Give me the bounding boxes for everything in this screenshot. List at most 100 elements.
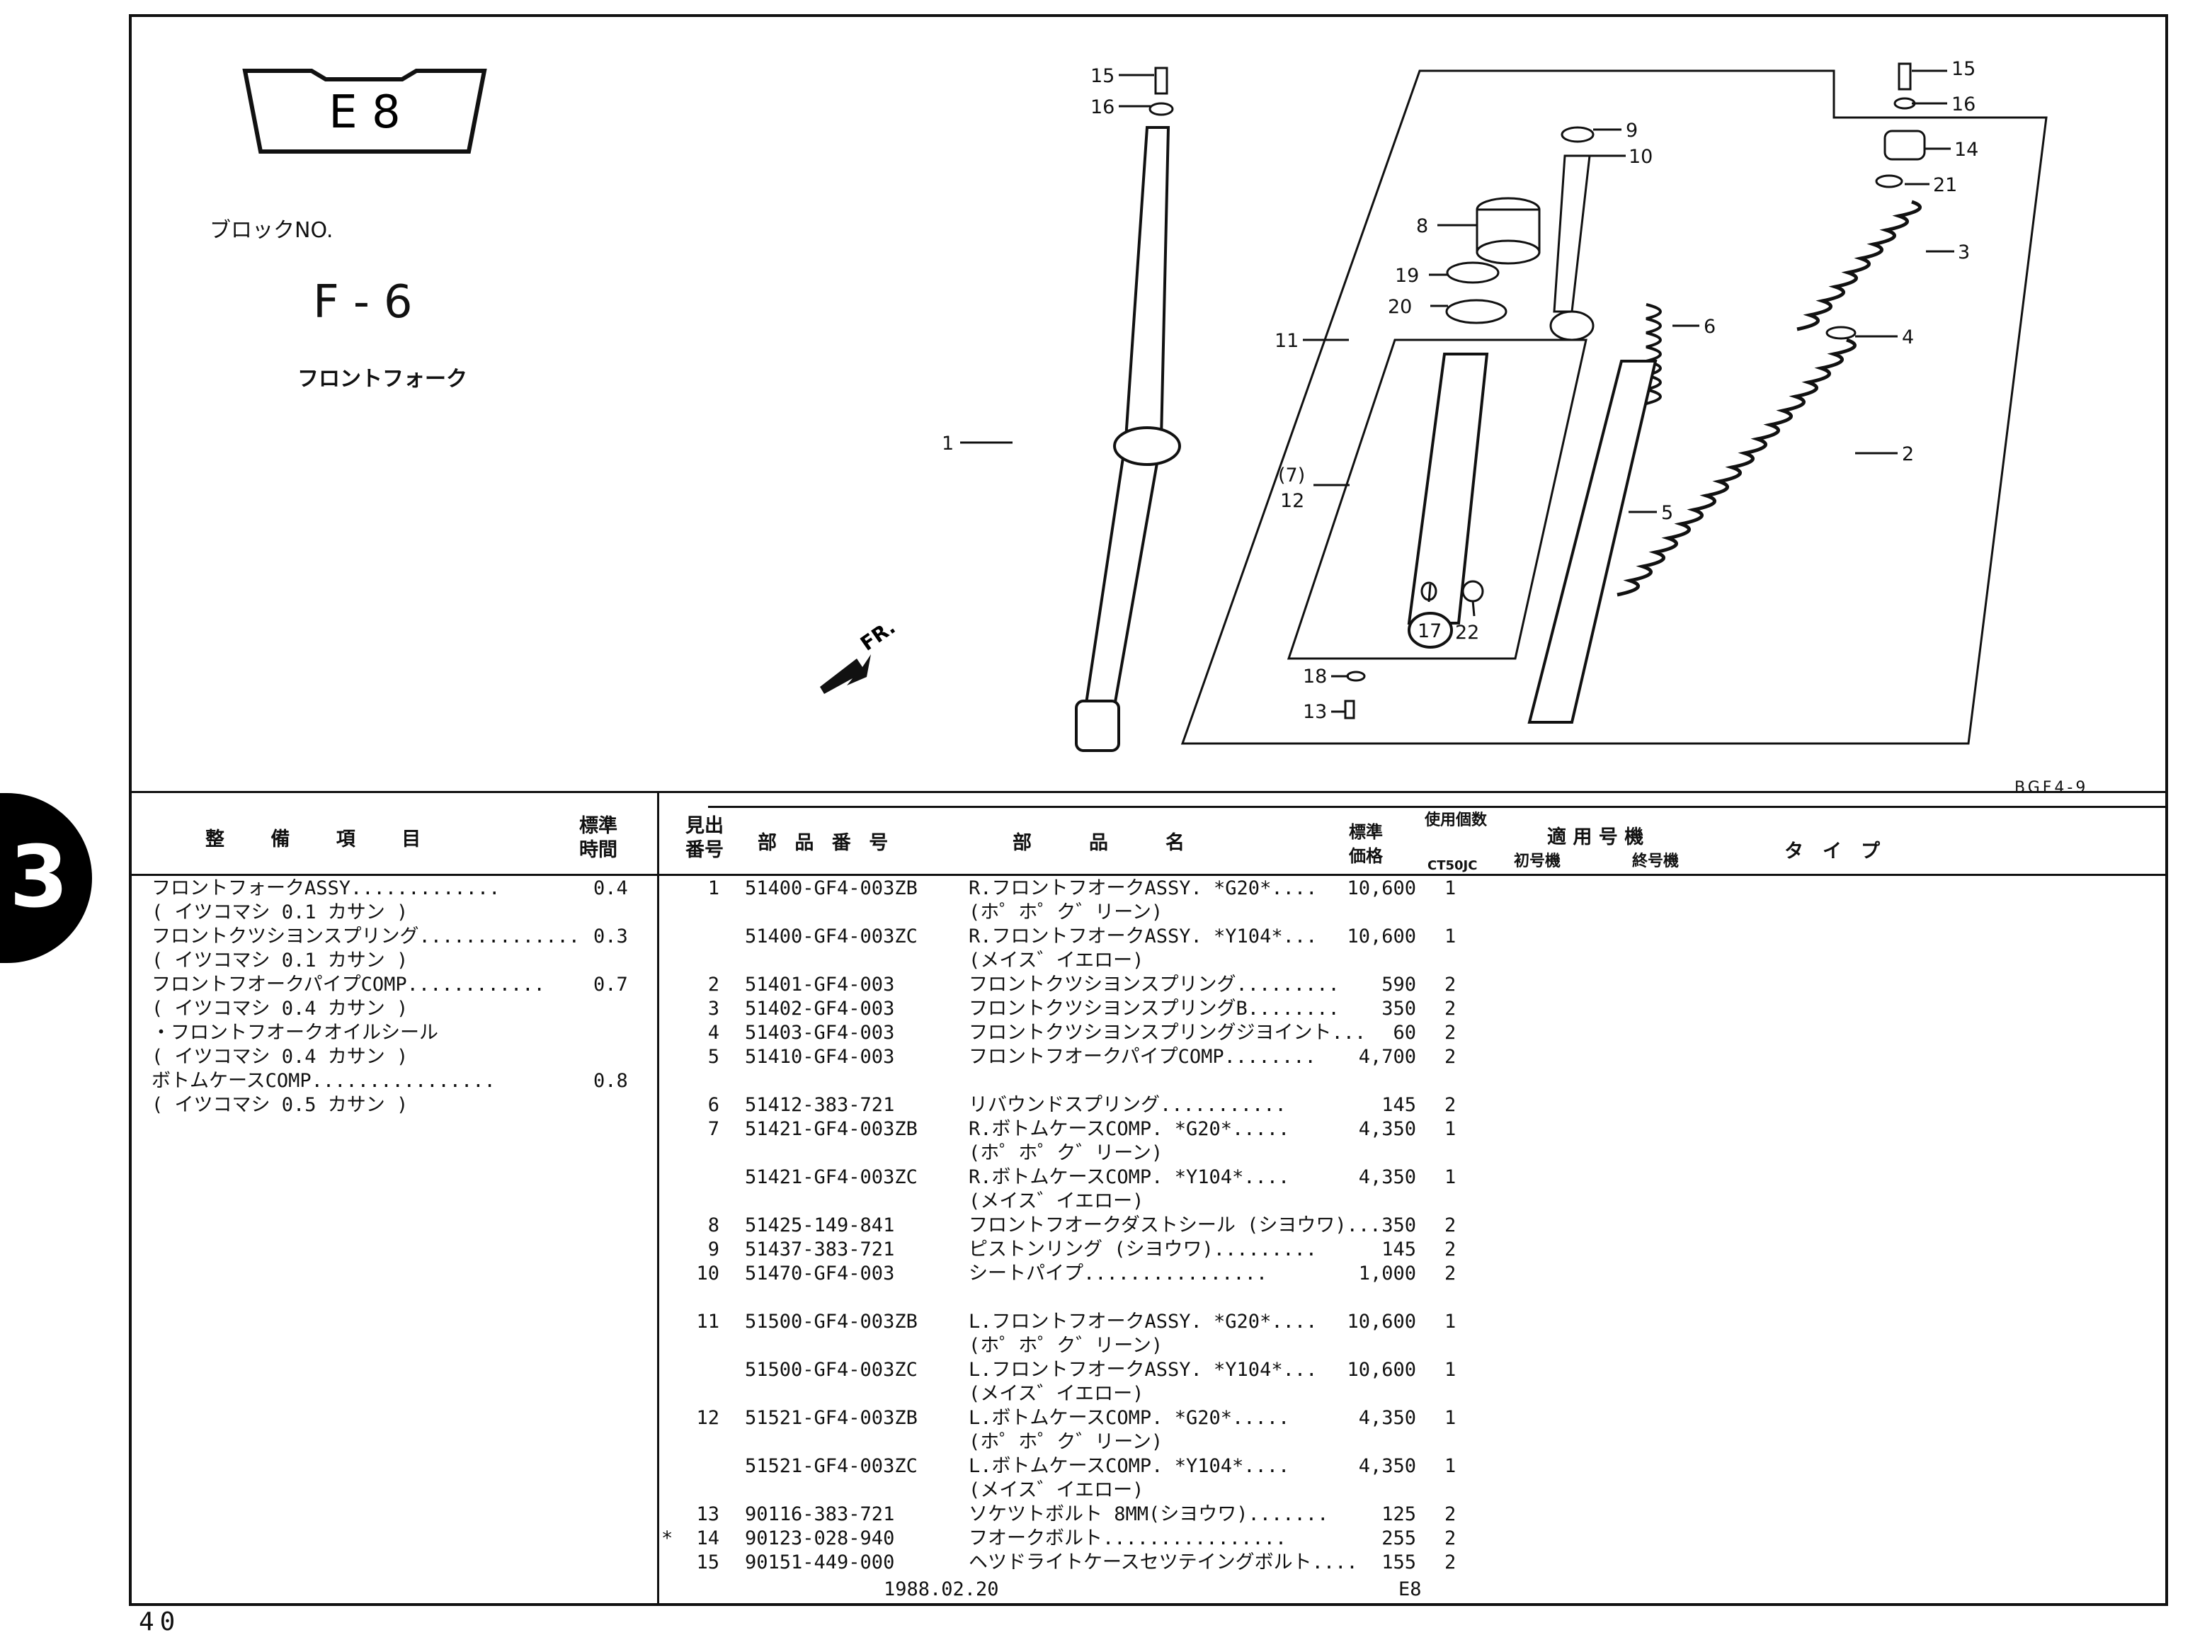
section-tab-number: 3 <box>9 828 69 927</box>
row-qty: 2 <box>1444 1263 1456 1284</box>
row-qty: 2 <box>1444 1551 1456 1573</box>
callout-13: 13 <box>1303 701 1327 723</box>
row-ref-number: 5 <box>707 1046 719 1068</box>
row-price: 155 <box>1381 1551 1416 1573</box>
maintenance-item-time: 0.8 <box>593 1070 628 1092</box>
row-price: 4,350 <box>1358 1455 1416 1477</box>
row-part-number: 90151-449-000 <box>745 1551 895 1573</box>
callout-8: 8 <box>1416 215 1428 237</box>
page-frame <box>129 14 2168 1606</box>
block-number: F-6 <box>313 276 427 329</box>
row-ref-number: 12 <box>696 1407 719 1429</box>
row-price: 590 <box>1381 974 1416 996</box>
callout-21: 21 <box>1933 174 1957 196</box>
maintenance-item-text: ( イツコマシ 0.4 カサン ) <box>152 998 409 1020</box>
row-part-name: フロントフオークパイプCOMP........ <box>969 1046 1316 1068</box>
maintenance-item-text: フロントフォークASSY............. <box>152 877 501 899</box>
callout-16a: 16 <box>1090 96 1114 118</box>
row-ref-number: 4 <box>707 1022 719 1044</box>
row-mark: * <box>661 1527 673 1549</box>
row-part-number: 51412-383-721 <box>745 1094 895 1116</box>
row-ref-number: 13 <box>696 1503 719 1525</box>
maintenance-item-text: ・フロントフオークオイルシール <box>152 1022 438 1044</box>
maintenance-item-time: 0.7 <box>593 974 628 996</box>
row-part-number: 51421-GF4-003ZB <box>745 1118 918 1140</box>
row-part-color: (ホ゜ホ゜ク゛リーン) <box>969 1335 1163 1357</box>
row-part-number: 51521-GF4-003ZB <box>745 1407 918 1429</box>
parts-header-model: CT50JC <box>1427 858 1478 873</box>
row-part-color: (メイス゛イエロー) <box>969 1479 1144 1501</box>
row-price: 10,600 <box>1347 925 1416 947</box>
right-fork-assy-drawing <box>1075 126 1181 752</box>
row-part-name: フロントクツシヨンスプリング......... <box>969 974 1340 996</box>
row-price: 1,000 <box>1358 1263 1416 1284</box>
row-qty: 1 <box>1444 1311 1456 1333</box>
row-price: 350 <box>1381 1214 1416 1236</box>
row-qty: 2 <box>1444 1046 1456 1068</box>
callout-1: 1 <box>942 433 954 455</box>
row-part-name: L.ボトムケースCOMP. *G20*..... <box>969 1407 1290 1429</box>
row-qty: 1 <box>1444 1359 1456 1381</box>
row-price: 4,700 <box>1358 1046 1416 1068</box>
maintenance-item-text: フロントクツシヨンスプリング.............. <box>152 925 581 947</box>
row-ref-number: 14 <box>696 1527 719 1549</box>
left-header-time: 標準 時間 <box>579 815 617 861</box>
row-part-name: シートパイプ................ <box>969 1263 1268 1284</box>
callout-6: 6 <box>1704 316 1716 338</box>
callout-19: 19 <box>1395 265 1419 287</box>
row-qty: 1 <box>1444 1455 1456 1477</box>
row-part-name: フロントクツシヨンスプリングジヨイント... <box>969 1022 1367 1044</box>
row-part-name: フロントクツシヨンスプリングB........ <box>969 998 1340 1020</box>
parts-header-qty: 使用個数 <box>1425 811 1488 829</box>
callout-22: 22 <box>1455 622 1479 644</box>
callout-12: 12 <box>1280 490 1304 512</box>
row-qty: 1 <box>1444 877 1456 899</box>
parts-header-last: 終号機 <box>1632 853 1680 870</box>
parts-header-price: 標準 価格 <box>1349 822 1383 866</box>
footer-date: 1988.02.20 <box>884 1578 999 1600</box>
row-part-color: (ホ゜ホ゜ク゛リーン) <box>969 901 1163 923</box>
callout-4: 4 <box>1902 326 1914 348</box>
parts-header-first: 初号機 <box>1514 853 1561 870</box>
callout-17: 17 <box>1418 620 1442 642</box>
row-part-color: (メイス゛イエロー) <box>969 950 1144 972</box>
row-part-color: (ホ゜ホ゜ク゛リーン) <box>969 1142 1163 1164</box>
row-price: 145 <box>1381 1094 1416 1116</box>
row-part-name: フロントフオークダストシール (シヨウワ)... <box>969 1214 1381 1236</box>
row-part-name: ソケツトボルト 8MM(シヨウワ)....... <box>969 1503 1329 1525</box>
section-tab-marker: 3 <box>0 793 92 963</box>
row-part-number: 51400-GF4-003ZC <box>745 925 918 947</box>
row-price: 4,350 <box>1358 1407 1416 1429</box>
table-header-rule <box>129 874 2168 876</box>
front-direction-arrow: FR. <box>820 615 899 694</box>
callout-2: 2 <box>1902 443 1914 465</box>
callout-16b: 16 <box>1951 93 1976 115</box>
callout-5: 5 <box>1661 502 1673 524</box>
row-part-name: ピストンリング (シヨウワ)......... <box>969 1238 1318 1260</box>
row-part-number: 51403-GF4-003 <box>745 1022 895 1044</box>
row-part-number: 51521-GF4-003ZC <box>745 1455 918 1477</box>
callout-7: (7) <box>1278 465 1305 486</box>
row-part-color: (メイス゛イエロー) <box>969 1383 1144 1405</box>
left-header-item: 整 備 項 目 <box>205 828 441 850</box>
parts-header-partno: 部 品 番 号 <box>758 832 894 854</box>
row-part-number: 51437-383-721 <box>745 1238 895 1260</box>
row-part-number: 51421-GF4-003ZC <box>745 1166 918 1188</box>
row-part-name: フオークボルト................ <box>969 1527 1287 1549</box>
row-qty: 1 <box>1444 1118 1456 1140</box>
row-qty: 2 <box>1444 1238 1456 1260</box>
row-part-name: R.フロントフオークASSY. *G20*.... <box>969 877 1318 899</box>
row-part-number: 51500-GF4-003ZC <box>745 1359 918 1381</box>
callout-15b: 15 <box>1951 58 1976 80</box>
row-ref-number: 15 <box>696 1551 719 1573</box>
row-ref-number: 6 <box>707 1094 719 1116</box>
parts-header-applicable: 適 用 号 機 <box>1547 826 1644 848</box>
row-price: 125 <box>1381 1503 1416 1525</box>
row-ref-number: 2 <box>707 974 719 996</box>
row-part-number: 51500-GF4-003ZB <box>745 1311 918 1333</box>
row-price: 60 <box>1393 1022 1416 1044</box>
maintenance-item-text: ( イツコマシ 0.4 カサン ) <box>152 1046 409 1068</box>
block-no-label: ブロックNO. <box>210 218 333 243</box>
row-part-number: 51410-GF4-003 <box>745 1046 895 1068</box>
row-part-number: 51402-GF4-003 <box>745 998 895 1020</box>
